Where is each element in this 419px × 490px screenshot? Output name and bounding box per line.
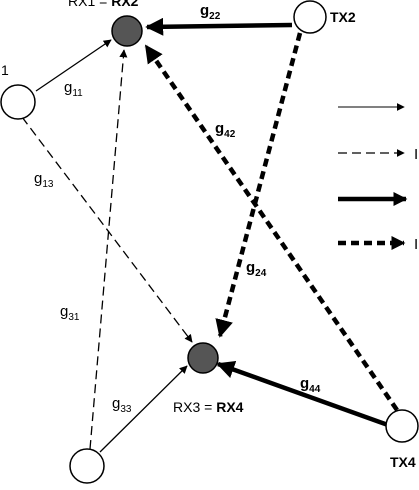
label-g11: g11 xyxy=(64,79,83,99)
tx3-node xyxy=(69,448,105,484)
label-g31: g31 xyxy=(60,303,80,323)
link-g22 xyxy=(145,17,293,36)
link-g31 xyxy=(89,49,128,450)
rx3-rx4-label: RX3 = RX4 xyxy=(173,399,244,415)
rx1-rx2-label: RX1 = RX2 xyxy=(68,0,139,9)
rx3-rx4-node xyxy=(187,342,219,374)
legend: I I xyxy=(338,103,418,253)
link-g44 xyxy=(216,361,389,428)
tx4-node xyxy=(385,409,419,443)
legend-thick-dashed-label: I xyxy=(414,236,418,253)
link-g33 xyxy=(99,365,188,453)
link-g24 xyxy=(215,32,303,338)
tx4-label: TX4 xyxy=(390,454,416,470)
legend-thin-dashed-label: I xyxy=(414,146,418,163)
label-g13: g13 xyxy=(34,170,54,190)
link-g42 xyxy=(144,44,399,412)
rx1-rx2-node xyxy=(111,15,143,47)
label-g44: g44 xyxy=(300,375,321,395)
label-g42: g42 xyxy=(215,120,236,140)
label-g22: g22 xyxy=(200,2,221,22)
tx2-node xyxy=(293,0,327,34)
label-g33: g33 xyxy=(112,395,132,415)
tx2-label: TX2 xyxy=(330,9,356,25)
tx1-node xyxy=(0,84,36,120)
label-g24: g24 xyxy=(246,259,267,279)
link-g11 xyxy=(35,39,112,92)
link-g13 xyxy=(21,116,193,343)
tx1-label: 1 xyxy=(1,62,9,78)
